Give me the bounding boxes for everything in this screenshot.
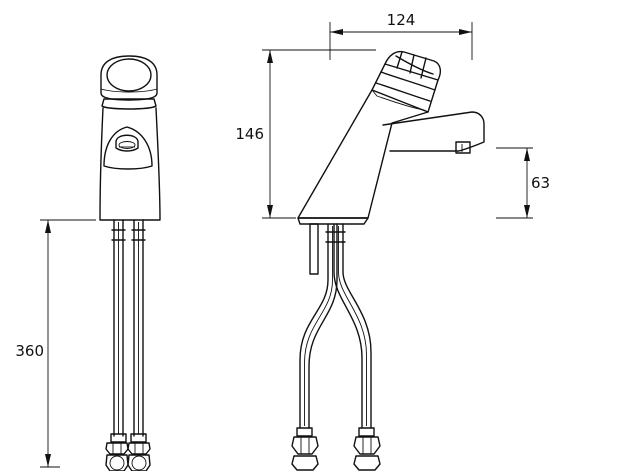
side-view — [291, 50, 485, 471]
supply-hoses-side — [299, 223, 372, 429]
dimension-body-height-label: 146 — [235, 125, 264, 143]
hose-end-nuts-front — [105, 433, 151, 471]
dimension-hose-length-label: 360 — [15, 342, 44, 360]
dimension-top-width-label: 124 — [387, 11, 416, 29]
tap-body — [99, 107, 161, 221]
dimension-spout-height-label: 63 — [531, 174, 550, 192]
front-view — [99, 55, 161, 471]
dimension-hose-length: 360 — [15, 219, 96, 468]
supply-hoses-front — [111, 219, 146, 437]
spout-outlet — [103, 126, 153, 170]
dimension-top-width: 124 — [329, 11, 473, 60]
dimension-body-height: 146 — [235, 49, 376, 219]
push-button-cap — [100, 55, 158, 101]
base-plate — [297, 217, 369, 225]
dimension-spout-height: 63 — [496, 147, 550, 219]
tap-body-side — [297, 89, 429, 219]
aerator — [455, 141, 471, 154]
fixing-rod — [309, 223, 319, 275]
push-button-side — [371, 50, 442, 113]
collar — [101, 98, 157, 110]
spout-side — [382, 111, 485, 152]
hose-end-nuts-side — [291, 427, 381, 471]
